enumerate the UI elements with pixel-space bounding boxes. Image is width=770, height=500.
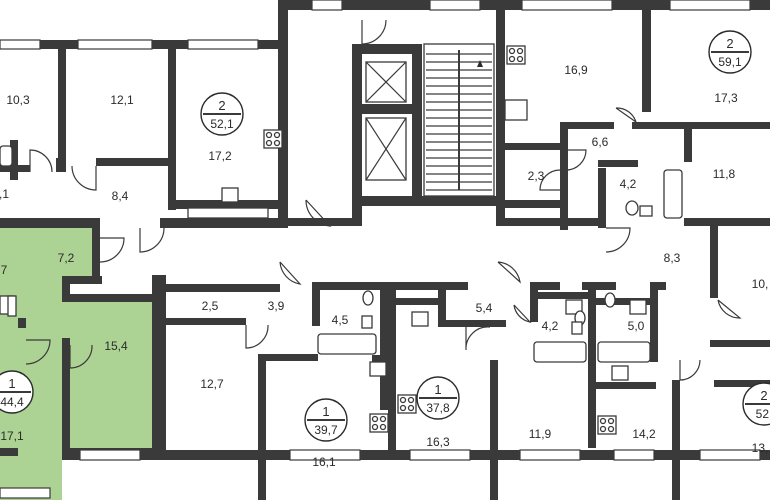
room-area-label: 6,6	[592, 135, 609, 149]
room-area-label: 4,2	[620, 177, 637, 191]
room-area-label: 11,9	[529, 427, 552, 441]
apartment-badge[interactable]: 1 39,7	[304, 398, 348, 442]
stair-core	[365, 43, 495, 197]
apartment-area: 52,1	[210, 117, 234, 131]
room-area-label: 7	[1, 263, 8, 277]
apartment-rooms: 1	[8, 376, 15, 391]
sink-icon	[629, 299, 647, 315]
room-area-label: 12,1	[110, 93, 134, 107]
sink-icon	[369, 361, 387, 377]
sink-icon	[565, 299, 583, 315]
room-area-label: 10,3	[6, 93, 30, 107]
apartment-badge[interactable]: 2 52,	[742, 382, 770, 426]
room-area-label: 8,3	[664, 251, 681, 265]
apartment-badge[interactable]: 1 37,8	[416, 376, 460, 420]
sink-icon	[221, 187, 239, 203]
apartment-rooms: 1	[322, 404, 329, 419]
apartment-area: 59,1	[718, 55, 742, 69]
apartment-badge[interactable]: 2 52,1	[200, 92, 244, 136]
apartment-rooms: 2	[726, 36, 733, 51]
room-area-label: 17,2	[208, 149, 232, 163]
room-area-labels: 10,3 12,1 17,2 8,4 ,1 16,9 17,3 6,6 2,3 …	[0, 63, 768, 469]
room-area-label: 11,8	[713, 167, 736, 181]
sink-icon	[611, 365, 629, 381]
room-area-label: 14,2	[632, 427, 656, 441]
toilet-icon	[604, 292, 616, 308]
room-area-label: 17,3	[714, 91, 738, 105]
room-area-label: 17,1	[0, 429, 24, 443]
room-area-label: ,1	[0, 187, 9, 201]
room-area-label: 4,5	[332, 313, 349, 327]
room-area-label: 16,3	[426, 435, 450, 449]
room-area-label: 3,9	[268, 299, 285, 313]
bathtub-icon	[317, 333, 377, 355]
bathtub-icon	[0, 145, 13, 167]
room-area-label: 4,2	[542, 319, 559, 333]
apartment-area: 44,4	[0, 395, 24, 409]
bathtub-icon	[663, 169, 683, 219]
toilet-icon	[362, 290, 374, 306]
sink-icon	[411, 311, 429, 327]
room-area-label: 15,4	[104, 339, 128, 353]
room-area-label: 16,1	[312, 455, 336, 469]
apartment-badge[interactable]: 1 44,4	[0, 370, 34, 414]
room-area-label: 7,2	[58, 251, 75, 265]
room-area-label: 8,4	[112, 189, 129, 203]
apartment-badges: 2 52,1 2 59,1 1 44,4 1 39,7 1 37,8	[0, 30, 770, 442]
room-area-label: 5,4	[476, 301, 493, 315]
stove-icon	[397, 394, 417, 414]
room-area-label: 16,9	[564, 63, 588, 77]
highlighted-apartment[interactable]	[0, 228, 158, 500]
bathtub-icon	[533, 341, 587, 363]
toilet-icon	[625, 200, 639, 216]
room-area-label: 5,0	[628, 319, 645, 333]
room-area-label: 12,7	[200, 377, 224, 391]
stove-icon	[597, 415, 617, 435]
apartment-area: 37,8	[426, 401, 450, 415]
apartment-rooms: 2	[760, 388, 767, 403]
stove-icon	[506, 45, 526, 65]
room-area-label: 10,	[752, 277, 769, 291]
room-area-label: 13,	[752, 441, 769, 455]
stove-icon	[369, 413, 389, 433]
apartment-rooms: 2	[218, 98, 225, 113]
doors	[25, 19, 742, 381]
apartment-area: 39,7	[314, 423, 338, 437]
stove-icon	[263, 129, 283, 149]
apartment-area: 52,	[756, 407, 770, 421]
room-area-label: 2,3	[528, 169, 545, 183]
apartment-badge[interactable]: 2 59,1	[708, 30, 752, 74]
bathtub-icon	[597, 341, 651, 363]
apartment-rooms: 1	[434, 382, 441, 397]
fixtures	[0, 45, 683, 435]
room-area-label: 2,5	[202, 299, 219, 313]
